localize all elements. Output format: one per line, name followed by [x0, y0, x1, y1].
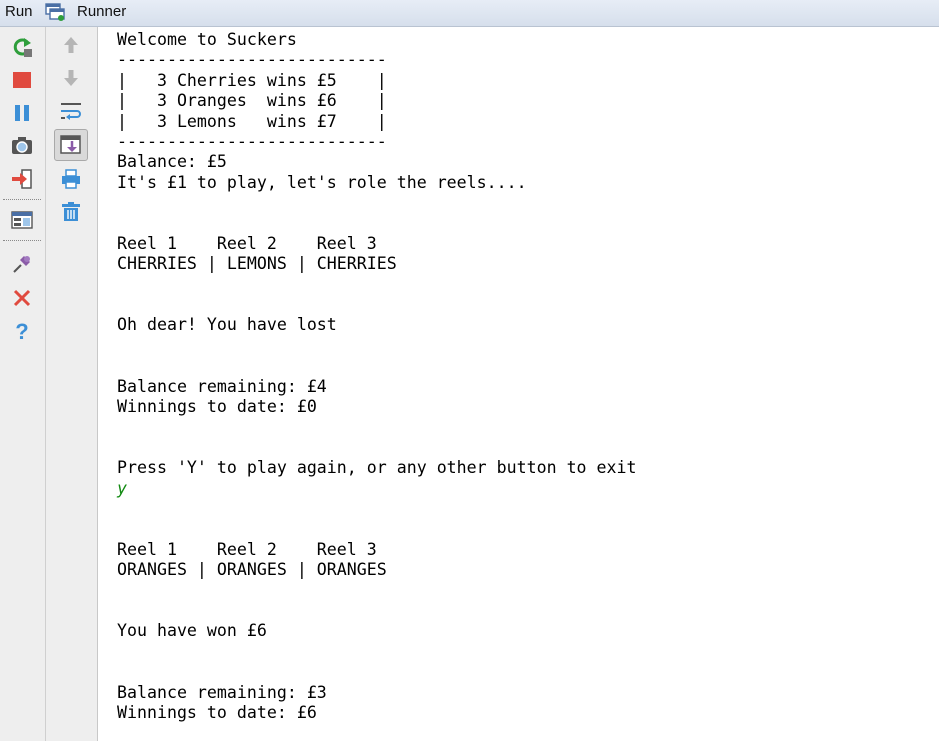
left-toolbar: ? — [0, 27, 46, 741]
camera-icon — [11, 136, 33, 156]
console-line — [117, 336, 637, 356]
rerun-icon — [11, 36, 33, 58]
console-line: Welcome to Suckers — [117, 30, 297, 49]
exit-button[interactable] — [7, 164, 37, 194]
stop-icon — [12, 70, 32, 90]
print-icon — [60, 168, 82, 190]
clear-all-button[interactable] — [56, 197, 86, 227]
console-line: ORANGES | ORANGES | ORANGES — [117, 560, 387, 580]
toolbar-separator — [3, 240, 41, 241]
console-lines: Welcome to Suckers ---------------------… — [117, 30, 637, 723]
runner-tab-label[interactable]: Runner — [77, 3, 127, 20]
console-line — [117, 581, 637, 601]
stop-button[interactable] — [7, 65, 37, 95]
console-line — [117, 519, 637, 539]
console-line — [117, 642, 637, 662]
console-line: Winnings to date: £6 — [117, 702, 317, 722]
console-line: CHERRIES | LEMONS | CHERRIES — [117, 254, 397, 274]
console-line: Balance: £5 — [117, 152, 227, 172]
console-line — [117, 193, 637, 213]
console-line — [117, 499, 637, 519]
help-icon: ? — [12, 320, 32, 342]
console-line — [117, 275, 637, 295]
runner-window-icon — [44, 2, 66, 22]
run-tool-window-header: Run Runner — [0, 0, 939, 27]
up-stack-button[interactable] — [56, 30, 86, 60]
scroll-to-end-icon — [59, 134, 83, 156]
soft-wrap-button[interactable] — [56, 96, 86, 126]
console-line: Winnings to date: £0 — [117, 397, 317, 417]
console-user-input: y — [117, 478, 127, 498]
close-icon — [12, 288, 32, 308]
console-line — [117, 356, 637, 376]
print-button[interactable] — [56, 164, 86, 194]
console-line: | 3 Oranges wins £6 | — [117, 91, 387, 111]
console-line — [117, 601, 637, 621]
exit-icon — [11, 169, 33, 189]
console-line — [117, 662, 637, 682]
console-line: Oh dear! You have lost — [117, 315, 337, 335]
soft-wrap-icon — [59, 100, 83, 122]
help-button[interactable]: ? — [7, 316, 37, 346]
console-line — [117, 214, 637, 234]
down-stack-button[interactable] — [56, 63, 86, 93]
console-line — [117, 295, 637, 315]
rerun-button[interactable] — [7, 32, 37, 62]
trash-icon — [60, 201, 82, 223]
layout-icon — [11, 210, 33, 230]
right-toolbar — [46, 27, 98, 741]
toolbar-separator — [3, 199, 41, 200]
run-label: Run — [5, 3, 33, 20]
console-line: Reel 1 Reel 2 Reel 3 — [117, 233, 377, 253]
console-line — [117, 417, 637, 437]
pin-tab-button[interactable] — [7, 249, 37, 279]
dump-threads-button[interactable] — [7, 131, 37, 161]
pin-icon — [11, 253, 33, 275]
console-line: Reel 1 Reel 2 Reel 3 — [117, 539, 377, 559]
arrow-down-icon — [61, 68, 81, 88]
console-line: --------------------------- — [117, 131, 387, 151]
console-line: You have won £6 — [117, 621, 267, 641]
restore-layout-button[interactable] — [7, 205, 37, 235]
console-line: It's £1 to play, let's role the reels...… — [117, 172, 527, 192]
console-line: Balance remaining: £3 — [117, 682, 327, 702]
scroll-to-end-button[interactable] — [54, 129, 88, 161]
console-line: | 3 Cherries wins £5 | — [117, 70, 387, 90]
arrow-up-icon — [61, 35, 81, 55]
svg-text:?: ? — [15, 320, 28, 342]
console-line — [117, 438, 637, 458]
pause-button[interactable] — [7, 98, 37, 128]
pause-icon — [12, 103, 32, 123]
console-line: --------------------------- — [117, 50, 387, 70]
close-button[interactable] — [7, 283, 37, 313]
console-line: | 3 Lemons wins £7 | — [117, 111, 387, 131]
console-output[interactable]: Welcome to Suckers ---------------------… — [98, 27, 939, 741]
console-line: Press 'Y' to play again, or any other bu… — [117, 458, 637, 478]
console-line: Balance remaining: £4 — [117, 376, 327, 396]
